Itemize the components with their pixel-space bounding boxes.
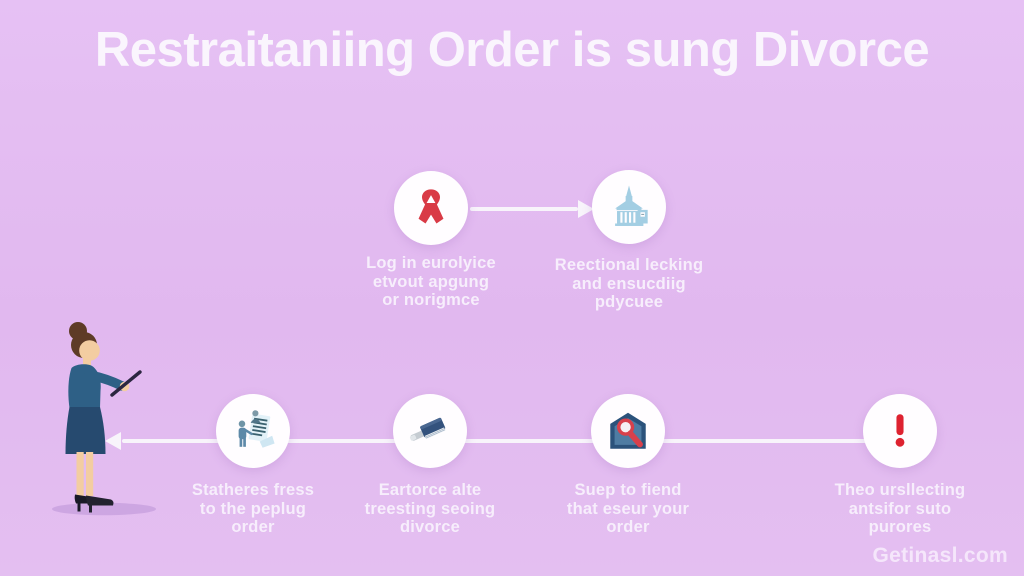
- person-documents-icon: [238, 410, 275, 448]
- step-circle-documents: [216, 394, 290, 468]
- step-caption: Reectional lecking and ensucdiig pdycuee: [554, 256, 704, 311]
- wallet-book-icon: [409, 417, 446, 441]
- courthouse-icon: [615, 185, 648, 226]
- page-title: Restraitaniing Order is sung Divorce: [94, 23, 930, 77]
- step-caption: Theo ursllecting antsifor suto purores: [834, 481, 966, 536]
- house-search-icon: [610, 412, 646, 449]
- awareness-ribbon-icon: [418, 189, 444, 224]
- top-flow-connector: [470, 207, 578, 211]
- step-circle-wallet: [393, 394, 467, 468]
- step-circle-house-search: [591, 394, 665, 468]
- step-caption: Eartorce alte treesting seoing divorce: [364, 481, 496, 536]
- woman-figure: [52, 322, 156, 516]
- watermark: Getinasl.com: [872, 544, 1008, 567]
- step-circle-courthouse: [592, 170, 666, 244]
- arrow-right-icon: [578, 200, 594, 218]
- step-circle-warning: [863, 394, 937, 468]
- step-caption: Suep to fiend that eseur your order: [566, 481, 690, 536]
- step-circle-ribbon: [394, 171, 468, 245]
- arrow-left-icon: [105, 432, 121, 450]
- step-caption: Statheres fress to the peplug order: [191, 481, 315, 536]
- warning-exclamation-icon: [895, 414, 905, 447]
- return-flow-connector: [122, 439, 900, 443]
- step-caption: Log in eurolyice etvout apgung or norigm…: [366, 254, 496, 309]
